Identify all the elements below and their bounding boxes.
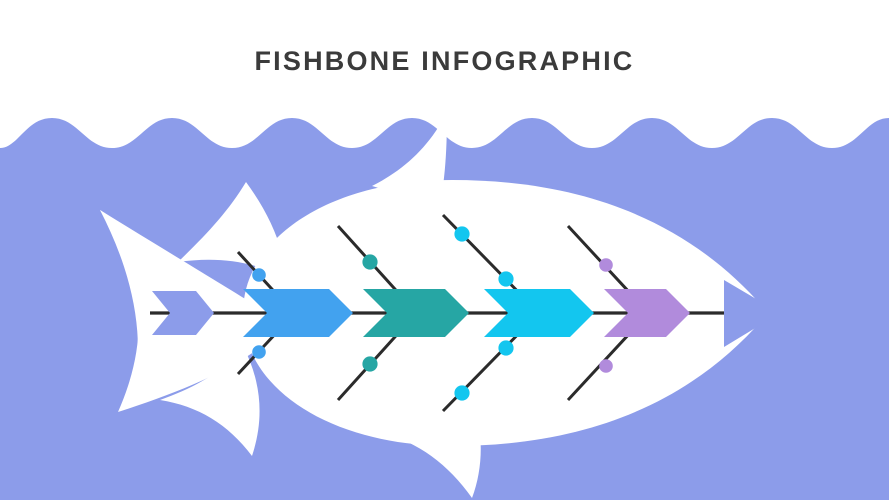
fish-head-arrow [724,280,780,347]
branch-dot-blue-bottom[interactable] [252,345,266,359]
branch-dot-purple-bottom[interactable] [599,359,613,373]
segment-arrow-cyan[interactable] [484,289,594,337]
head-arrowhead-solid[interactable] [724,280,780,347]
branch-dot-purple-top[interactable] [599,258,613,272]
back-fin [178,182,288,280]
branch-dot-cyan-top-outer[interactable] [454,226,470,242]
ventral-fin-left [160,348,260,456]
branch-dot-cyan-bottom-inner[interactable] [498,340,514,356]
segment-tail-chevron[interactable] [152,291,214,335]
branch-dot-blue-top[interactable] [252,268,266,282]
branch-dot-cyan-top-inner[interactable] [498,271,514,287]
page-title: FISHBONE INFOGRAPHIC [254,46,635,76]
dorsal-fin [372,112,447,232]
branch-dot-teal-top[interactable] [362,254,378,270]
ventral-fin-right [380,392,481,498]
branch-dot-teal-bottom[interactable] [362,356,378,372]
segment-arrow-teal[interactable] [363,289,469,337]
spine-segments [152,289,690,337]
segment-arrow-purple[interactable] [604,289,690,337]
branch-dot-cyan-bottom-outer[interactable] [454,385,470,401]
segment-arrow-blue[interactable] [243,289,353,337]
